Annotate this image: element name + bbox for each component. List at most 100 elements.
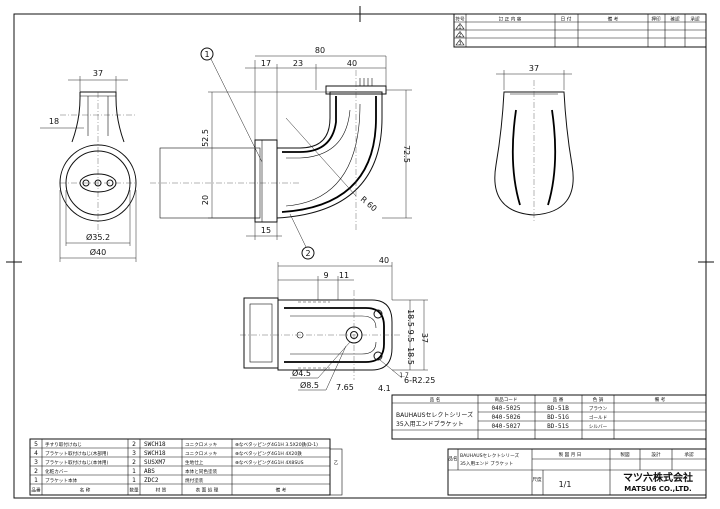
part-material-1: ZDC2 bbox=[144, 477, 159, 484]
product-name-line-2: 35入用エンドブラケット bbox=[396, 420, 464, 428]
part-material-2: ABS bbox=[144, 468, 155, 475]
title-company-jp: マツ六株式会社 bbox=[623, 471, 693, 484]
title-label-design: 設計 bbox=[651, 451, 661, 458]
rev-header-content: 訂 正 内 容 bbox=[499, 16, 522, 23]
title-label-scale: 尺度 bbox=[532, 476, 542, 483]
rev-row-3: 3 bbox=[459, 40, 462, 46]
rev-triangle-3 bbox=[455, 38, 465, 46]
part-name-3: ブラケット取付けねじ(本体用) bbox=[45, 459, 109, 466]
rev-header-symbol: 符号 bbox=[455, 16, 465, 23]
bottom-dim-gap: 7.65 bbox=[336, 383, 354, 392]
parts-header-material: 材 質 bbox=[156, 487, 167, 494]
bottom-dim-v-2: 9.5 bbox=[406, 330, 415, 343]
product-code-3: 040-5027 bbox=[492, 423, 521, 430]
side-dim-seg-2: 23 bbox=[293, 59, 303, 68]
front-dim-inner-dia: Ø35.2 bbox=[86, 232, 110, 242]
title-label-name: 品名 bbox=[448, 455, 457, 462]
right-view: 37 bbox=[494, 64, 574, 222]
title-scale: 1/1 bbox=[559, 480, 572, 489]
side-dim-radius: R 60 bbox=[359, 195, 379, 214]
product-header-note: 備 考 bbox=[655, 396, 666, 403]
side-dim-height-upper: 52.5 bbox=[201, 129, 210, 147]
callout-2 bbox=[301, 246, 315, 260]
part-name-2: 化粧カバー bbox=[45, 468, 68, 475]
part-qty-5: 2 bbox=[132, 441, 136, 448]
part-finish-1: 焼付塗装 bbox=[185, 477, 204, 484]
part-finish-5: ユニクロメッキ bbox=[185, 442, 218, 448]
rev-header-check: 確認 bbox=[670, 16, 680, 23]
parts-list: 5 手すり取付けねじ 2 SWCH18 ユニクロメッキ ⊕なべタッピング4G1H… bbox=[29, 438, 331, 496]
side-dim-height-total: 72.5 bbox=[402, 145, 411, 163]
title-label-approve: 承認 bbox=[684, 451, 694, 458]
title-name-line-1: BAUHAUSセレクトシリーズ bbox=[460, 452, 519, 459]
part-name-1: ブラケット本体 bbox=[45, 477, 78, 484]
product-color-1: ブラウン bbox=[589, 405, 608, 412]
side-dim-bottom: 20 bbox=[201, 195, 210, 205]
bottom-view: 40 9 11 37 18.5 9.5 18.5 1.7 Ø4.5 Ø8.5 7… bbox=[240, 256, 435, 393]
part-name-5: 手すり取付けねじ bbox=[45, 441, 82, 448]
part-qty-3: 2 bbox=[132, 459, 136, 466]
part-note-4: ⊕なべタッピング4G1H 4X20鉄 bbox=[235, 450, 302, 457]
parts-header-qty: 数量 bbox=[129, 487, 139, 494]
front-view: 37 18 Ø35.2 Ø40 bbox=[40, 69, 137, 262]
callout-1 bbox=[200, 47, 214, 61]
rev-row-2: 2 bbox=[459, 32, 462, 38]
front-dim-width: 37 bbox=[93, 69, 103, 78]
product-header-color: 色 調 bbox=[593, 396, 604, 403]
part-material-3: SUSXM7 bbox=[144, 459, 166, 466]
bottom-dim-radius: 6-R2.25 bbox=[404, 376, 435, 385]
title-block: 品名 BAUHAUSセレクトシリーズ 35入用エンド ブラケット 製 図 月 日… bbox=[447, 448, 707, 496]
parts-header-no: 品番 bbox=[31, 487, 41, 494]
rev-triangle-2 bbox=[455, 30, 465, 38]
title-name-line-2: 35入用エンド ブラケット bbox=[460, 460, 513, 467]
side-dim-seg-1: 17 bbox=[261, 59, 271, 68]
bottom-dim-end: 4.1 bbox=[378, 384, 391, 393]
bottom-dim-v-3: 18.5 bbox=[406, 347, 415, 365]
rev-header-seal: 押印 bbox=[651, 16, 661, 23]
product-header-part: 品 番 bbox=[553, 396, 564, 403]
part-no-2: 2 bbox=[34, 468, 38, 475]
rev-triangle-1 bbox=[455, 22, 465, 30]
product-code-1: 040-5025 bbox=[492, 405, 521, 412]
rev-row-1: 1 bbox=[459, 24, 462, 30]
bottom-dim-hole-2: Ø8.5 bbox=[300, 380, 319, 390]
bottom-dim-offset-2: 11 bbox=[339, 271, 349, 280]
product-header-code: 商品コード bbox=[495, 396, 518, 403]
bottom-dim-hole-1: Ø4.5 bbox=[292, 368, 311, 378]
part-no-4: 4 bbox=[34, 450, 38, 457]
product-header-name: 品 名 bbox=[430, 396, 441, 403]
callout-1-label: 1 bbox=[204, 50, 209, 59]
front-dim-offset: 18 bbox=[49, 117, 59, 126]
part-no-5: 5 bbox=[34, 441, 38, 448]
side-dim-total-width: 80 bbox=[315, 46, 325, 55]
product-name-line-1: BAUHAUSセレクトシリーズ bbox=[396, 411, 473, 419]
product-part-3: BD-51S bbox=[547, 423, 569, 430]
revision-table: 符号 訂 正 内 容 日 付 備 考 押印 確認 承認 1 2 3 bbox=[453, 13, 707, 48]
parts-header-note: 備 考 bbox=[276, 487, 287, 494]
side-marker: 乙 bbox=[329, 448, 343, 496]
product-color-3: シルバー bbox=[589, 424, 608, 430]
side-view: R 60 80 17 23 40 52.5 72.5 20 15 1 bbox=[150, 46, 412, 260]
front-dim-outer-dia: Ø40 bbox=[90, 247, 106, 257]
title-company-en: MATSU6 CO.,LTD. bbox=[624, 485, 691, 493]
bottom-dim-offset-1: 9 bbox=[323, 271, 328, 280]
right-dim-width: 37 bbox=[529, 64, 539, 73]
parts-header-name: 名 称 bbox=[80, 487, 91, 494]
part-qty-2: 1 bbox=[132, 468, 136, 475]
part-finish-3: 生地仕上 bbox=[185, 459, 204, 466]
part-no-3: 3 bbox=[34, 459, 38, 466]
part-material-4: SWCH18 bbox=[144, 450, 166, 457]
rev-header-date: 日 付 bbox=[561, 16, 572, 23]
product-color-2: ゴールド bbox=[589, 414, 607, 421]
bottom-dim-v-1: 18.5 bbox=[406, 309, 415, 327]
part-note-3: ⊕なべタッピング4G1H 4X8SUS bbox=[235, 459, 304, 466]
title-label-date: 製 図 月 日 bbox=[559, 451, 582, 458]
part-no-1: 1 bbox=[34, 477, 38, 484]
product-table: 品 名 商品コード 品 番 色 調 備 考 BAUHAUSセレクトシリーズ 35… bbox=[391, 394, 707, 440]
product-part-1: BD-51B bbox=[547, 405, 569, 412]
parts-header-finish: 表 面 処 理 bbox=[196, 487, 219, 494]
side-dim-base-width: 15 bbox=[261, 226, 271, 235]
rev-header-note: 備 考 bbox=[608, 16, 619, 23]
part-finish-4: ユニクロメッキ bbox=[185, 451, 218, 457]
